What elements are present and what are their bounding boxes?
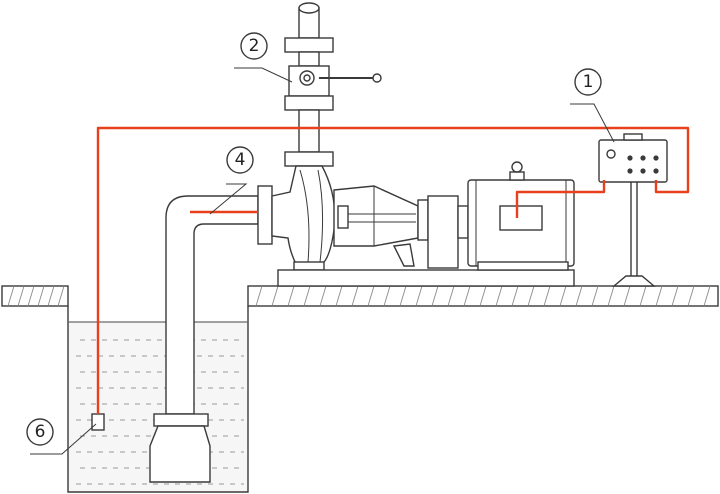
control-box (598, 133, 668, 287)
foot-valve-flange (153, 413, 209, 427)
indicator-light-icon (606, 149, 616, 159)
control-panel (598, 139, 668, 183)
signal-wiring (96, 126, 690, 414)
callout-4-label: 4 (235, 150, 246, 170)
callout-1-label: 1 (583, 72, 594, 92)
callout-4: 4 (209, 146, 254, 215)
control-stand-base (612, 275, 656, 287)
lifting-eye-icon (511, 161, 523, 173)
motor-wire (515, 180, 606, 218)
callout-2-label: 2 (249, 36, 260, 56)
ground-right-floor (247, 285, 719, 307)
discharge-flange-bottom (284, 151, 334, 167)
suction-flange (257, 185, 273, 245)
callout-6-label: 6 (35, 422, 46, 442)
foot-valve-strainer (149, 425, 211, 483)
discharge-flange-top (284, 37, 334, 53)
tank-walls (67, 306, 249, 493)
valve-handle-knob (372, 73, 382, 83)
motor (467, 161, 575, 271)
discharge-pipe (284, 2, 382, 167)
callout-2: 2 (234, 32, 293, 83)
coupling (417, 195, 469, 269)
callout-1: 1 (570, 68, 615, 143)
base-plate (277, 269, 575, 287)
sensor-wire (96, 126, 690, 414)
pump (257, 165, 419, 271)
pump-volute (271, 165, 336, 265)
callout-6: 6 (26, 418, 97, 455)
motor-terminal-box (499, 205, 543, 231)
suction-pipe (149, 195, 259, 483)
level-sensor (91, 413, 105, 431)
ground-left (1, 285, 69, 307)
